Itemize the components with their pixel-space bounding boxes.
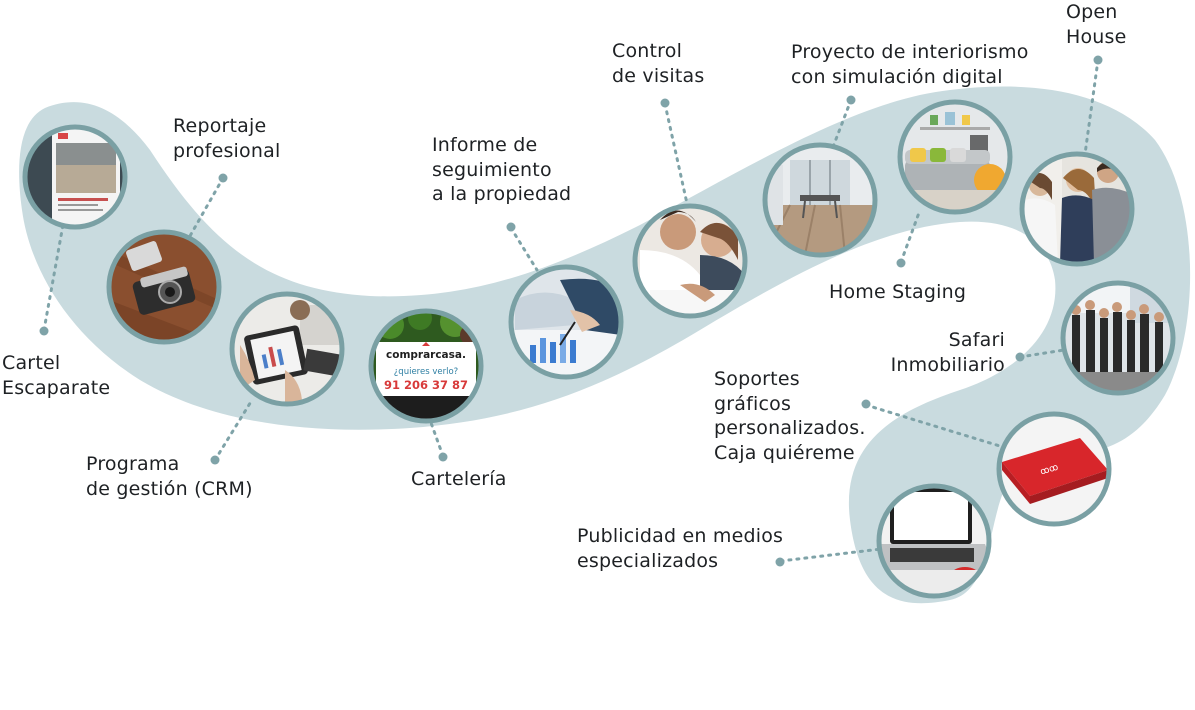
photo-reportaje-profesional (106, 229, 222, 345)
photo-informe-seguimiento (508, 264, 624, 380)
connector-end-dots (39, 55, 1103, 567)
photo-carteleria: comprarcasa. ¿quieres verlo? 91 206 37 8… (368, 308, 484, 424)
photo-cartel-escaparate (22, 124, 128, 230)
connector-lines (42, 58, 1100, 563)
sign-slogan: ¿quieres verlo? (394, 367, 458, 377)
photo-home-staging (897, 99, 1013, 215)
label-carteleria: Cartelería (411, 468, 507, 490)
photo-control-visitas (632, 203, 748, 319)
label-soportes-graficos: Soportes gráficos personalizados. Caja q… (714, 368, 866, 464)
sign-brand: comprarcasa. (386, 349, 466, 361)
photo-safari-inmobiliario (1060, 280, 1176, 396)
photo-soportes-graficos: ꝏꝏ (996, 411, 1112, 527)
label-informe-seguimiento: Informe de seguimiento a la propiedad (432, 134, 572, 205)
label-reportaje-profesional: Reportaje profesional (173, 115, 281, 162)
label-proyecto-interiorismo: Proyecto de interiorismo con simulación … (791, 41, 1029, 88)
label-open-house: Open House (1066, 1, 1127, 48)
sign-phone: 91 206 37 87 (384, 378, 468, 392)
photo-publicidad-medios (876, 483, 992, 599)
label-control-visitas: Control de visitas (612, 40, 705, 87)
photo-proyecto-interiorismo (762, 142, 878, 258)
label-programa-crm: Programa de gestión (CRM) (86, 453, 253, 500)
photo-open-house (1019, 151, 1135, 267)
label-cartel-escaparate: Cartel Escaparate (2, 352, 111, 399)
label-home-staging: Home Staging (829, 281, 967, 303)
label-safari-inmobiliario: Safari Inmobiliario (890, 329, 1005, 376)
label-publicidad-medios: Publicidad en medios especializados (577, 525, 784, 572)
photo-programa-crm (229, 291, 345, 407)
